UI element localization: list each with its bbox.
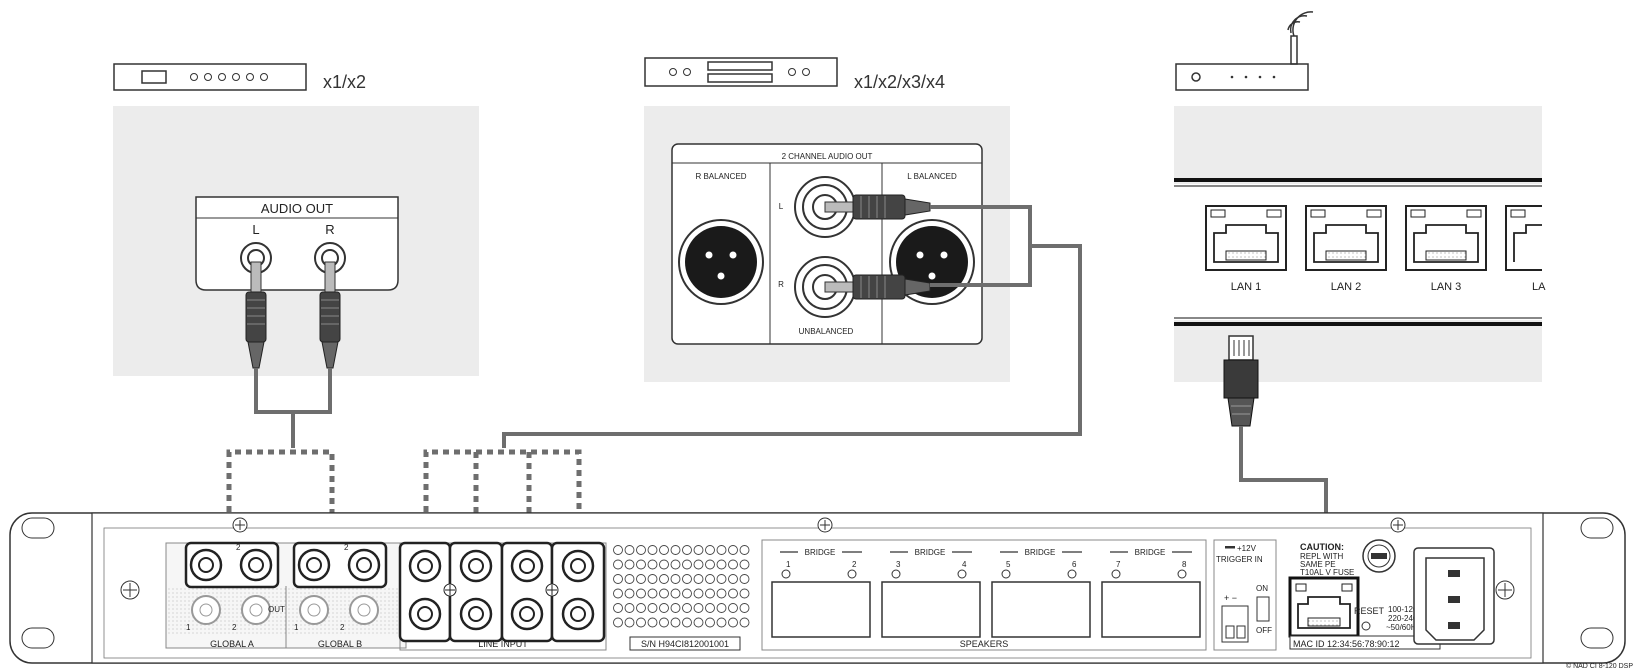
lan4-label: LA bbox=[1532, 281, 1546, 293]
mac-id: MAC ID 12:34:56:78:90:12 bbox=[1293, 639, 1400, 649]
bridge-label: BRIDGE bbox=[805, 548, 836, 557]
lan-port-4-icon bbox=[1505, 205, 1542, 271]
source2-l-label: L bbox=[779, 202, 784, 211]
speaker-terminal-block: BRIDGE 5 6 bbox=[991, 548, 1091, 638]
lan2-label: LAN 2 bbox=[1331, 281, 1362, 293]
global-a-out-channel-1: 1 bbox=[186, 623, 191, 632]
lan-port-1-icon bbox=[1205, 205, 1287, 271]
bridge-label: BRIDGE bbox=[1025, 548, 1056, 557]
bridge-label: BRIDGE bbox=[1135, 548, 1166, 557]
voltage-range-2: 220-240V bbox=[1388, 614, 1423, 623]
global-a-label: GLOBAL A bbox=[210, 639, 254, 649]
voltage-range-1: 100-120V bbox=[1388, 605, 1423, 614]
source2-multiplier: x1/x2/x3/x4 bbox=[854, 72, 945, 92]
source1-rca-left-jack bbox=[240, 242, 272, 274]
speaker-channel-number: 8 bbox=[1182, 560, 1187, 569]
speaker-channel-number: 4 bbox=[962, 560, 967, 569]
speaker-channel-number: 6 bbox=[1072, 560, 1077, 569]
reset-label: RESET bbox=[1354, 606, 1385, 616]
speaker-terminal-block: BRIDGE 3 4 bbox=[881, 548, 981, 638]
switch-off-label: OFF bbox=[1256, 626, 1272, 635]
serial-number: S/N H94CI812001001 bbox=[641, 639, 729, 649]
vent-grid bbox=[613, 545, 750, 628]
lan1-label: LAN 1 bbox=[1231, 281, 1262, 293]
source2-xlr-r-jack bbox=[678, 219, 764, 305]
source1-rca-plug-right-icon bbox=[319, 261, 341, 369]
source2-r-balanced-label: R BALANCED bbox=[695, 172, 746, 181]
source1-device-icon bbox=[113, 63, 307, 91]
speaker-channel-number: 2 bbox=[852, 560, 857, 569]
speakers-section bbox=[761, 539, 1207, 651]
wifi-icon bbox=[1287, 11, 1314, 37]
source1-left-label: L bbox=[252, 222, 259, 237]
source2-rca-plug-r-icon bbox=[824, 274, 931, 300]
power-switch[interactable] bbox=[1256, 596, 1270, 622]
speaker-terminal-block: BRIDGE 1 2 bbox=[771, 548, 871, 638]
switch-on-label: ON bbox=[1256, 584, 1268, 593]
source2-device-icon bbox=[644, 57, 838, 87]
caution-line3: T10AL V FUSE bbox=[1300, 568, 1354, 577]
lan3-label: LAN 3 bbox=[1431, 281, 1462, 293]
caution-line1: REPL WITH bbox=[1300, 552, 1343, 561]
source1-audio-out-title: AUDIO OUT bbox=[261, 201, 333, 216]
fuse-holder-icon bbox=[1362, 539, 1396, 573]
bridge-label: BRIDGE bbox=[915, 548, 946, 557]
source2-rca-plug-l-icon bbox=[824, 194, 931, 220]
power-inlet-icon bbox=[1413, 547, 1495, 645]
trigger-plus: + − bbox=[1224, 593, 1237, 603]
lan-port-2-icon bbox=[1305, 205, 1387, 271]
trigger-in-label: TRIGGER IN bbox=[1216, 555, 1263, 564]
global-b-out-channel-1: 1 bbox=[294, 623, 299, 632]
trigger-voltage: +12V bbox=[1237, 544, 1257, 553]
global-a-input-group bbox=[184, 541, 280, 589]
global-b-channel-2: 2 bbox=[344, 543, 349, 552]
global-out-label: OUT bbox=[268, 605, 285, 614]
lan-port-3-icon bbox=[1405, 205, 1487, 271]
speakers-label: SPEAKERS bbox=[960, 639, 1009, 649]
caution-line2: SAME PE bbox=[1300, 560, 1336, 569]
global-outputs bbox=[191, 595, 379, 625]
source2-l-balanced-label: L BALANCED bbox=[907, 172, 957, 181]
speaker-channel-number: 3 bbox=[896, 560, 901, 569]
speaker-channel-number: 7 bbox=[1116, 560, 1121, 569]
source2-unbalanced-label: UNBALANCED bbox=[799, 327, 854, 336]
source2-r-label: R bbox=[778, 280, 784, 289]
router-device-icon bbox=[1175, 35, 1309, 91]
global-a-out-channel-2: 2 bbox=[232, 623, 237, 632]
source2-panel-title: 2 CHANNEL AUDIO OUT bbox=[782, 152, 873, 161]
reset-button[interactable] bbox=[1361, 621, 1371, 631]
source1-multiplier: x1/x2 bbox=[323, 72, 366, 92]
speaker-terminals: BRIDGE 1 2 BRIDGE 3 4 BRIDGE 5 6 BRIDGE 7 8 bbox=[771, 548, 1201, 638]
global-b-label: GLOBAL B bbox=[318, 639, 362, 649]
network-port-icon bbox=[1288, 576, 1360, 638]
global-a-channel-2: 2 bbox=[236, 543, 241, 552]
speaker-channel-number: 1 bbox=[786, 560, 791, 569]
line-input-jacks bbox=[398, 541, 606, 643]
trigger-section bbox=[1213, 539, 1277, 651]
model-label: © NAD CI 8-120 DSP bbox=[1566, 662, 1633, 670]
source1-rca-plug-left-icon bbox=[245, 261, 267, 369]
source1-right-label: R bbox=[325, 222, 334, 237]
speaker-terminal-block: BRIDGE 7 8 bbox=[1101, 548, 1201, 638]
line-input-label: LINE INPUT bbox=[478, 639, 528, 649]
frequency-label: ~50/60Hz bbox=[1386, 623, 1420, 632]
ethernet-plug-icon bbox=[1223, 335, 1259, 427]
screw-icons bbox=[120, 517, 1515, 600]
speaker-channel-number: 5 bbox=[1006, 560, 1011, 569]
global-b-input-group bbox=[292, 541, 388, 589]
global-b-out-channel-2: 2 bbox=[340, 623, 345, 632]
caution-title: CAUTION: bbox=[1300, 542, 1344, 552]
